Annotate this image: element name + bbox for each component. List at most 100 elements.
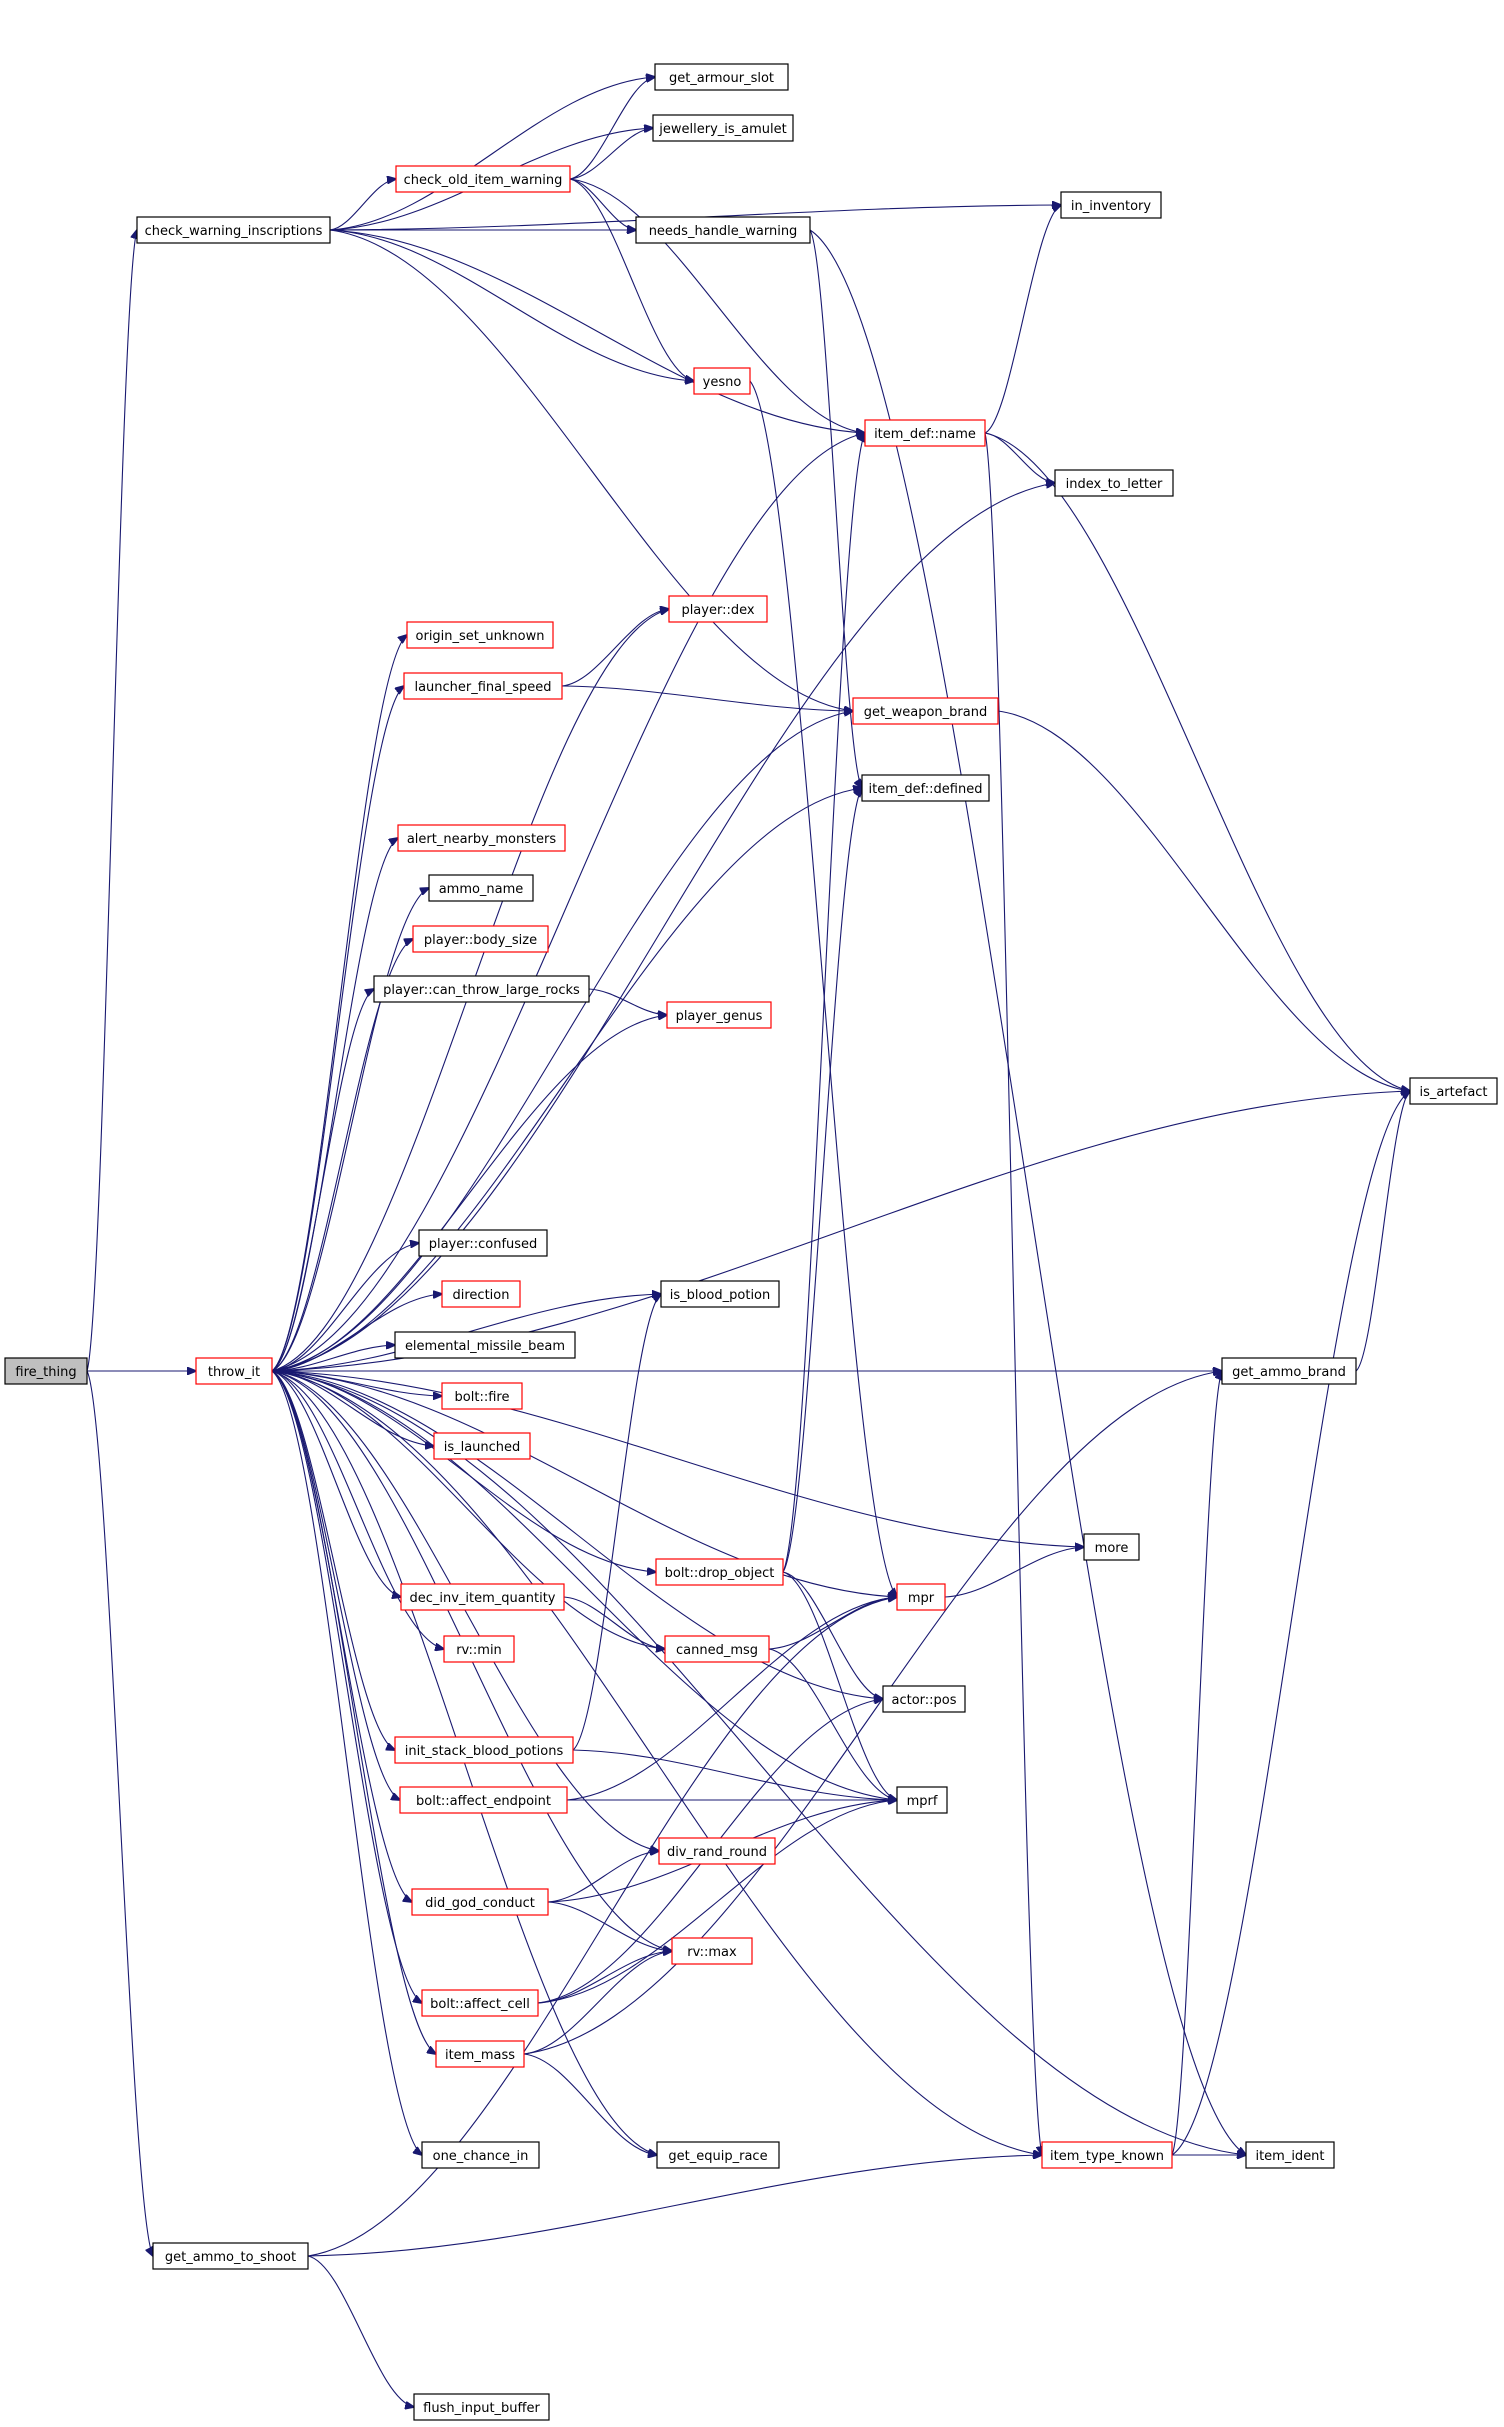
edge-canned_msg-to-mprf: [768, 1648, 897, 1800]
node-direction[interactable]: direction: [441, 1280, 521, 1308]
node-is_artefact[interactable]: is_artefact: [1409, 1077, 1498, 1105]
node-jewellery_is_amulet[interactable]: jewellery_is_amulet: [652, 114, 794, 142]
node-label-origin_set_unknown: origin_set_unknown: [416, 629, 545, 644]
node-box-check_old_item_warning: [395, 165, 571, 193]
node-launcher_final_speed[interactable]: launcher_final_speed: [403, 672, 563, 700]
node-player_dex[interactable]: player::dex: [668, 595, 768, 623]
node-yesno[interactable]: yesno: [693, 367, 751, 395]
node-box-item_ident: [1245, 2141, 1335, 2169]
node-bolt_drop_object[interactable]: bolt::drop_object: [655, 1558, 784, 1586]
node-label-launcher_final_speed: launcher_final_speed: [414, 680, 551, 695]
node-label-is_blood_potion: is_blood_potion: [670, 1288, 771, 1303]
edge-throw_it-to-item_ident: [271, 1370, 1246, 2155]
node-get_ammo_to_shoot[interactable]: get_ammo_to_shoot: [152, 2242, 309, 2270]
node-mpr[interactable]: mpr: [896, 1583, 946, 1611]
node-label-div_rand_round: div_rand_round: [667, 1845, 767, 1860]
node-box-jewellery_is_amulet: [652, 114, 794, 142]
node-item_def_name[interactable]: item_def::name: [864, 419, 986, 447]
node-alert_nearby_monsters[interactable]: alert_nearby_monsters: [397, 824, 566, 852]
node-rv_max[interactable]: rv::max: [671, 1937, 753, 1965]
node-box-item_def_name: [864, 419, 986, 447]
node-box-rv_max: [671, 1937, 753, 1965]
node-label-init_stack_blood_potions: init_stack_blood_potions: [405, 1744, 564, 1759]
node-bolt_affect_cell[interactable]: bolt::affect_cell: [421, 1989, 539, 2017]
node-label-bolt_affect_cell: bolt::affect_cell: [430, 1997, 530, 2012]
edge-throw_it-to-item_def_name: [271, 433, 865, 1372]
edge-canned_msg-to-mpr: [768, 1597, 897, 1650]
node-get_weapon_brand[interactable]: get_weapon_brand: [852, 697, 999, 725]
node-box-get_ammo_brand: [1221, 1357, 1357, 1385]
node-label-direction: direction: [453, 1288, 510, 1303]
node-check_old_item_warning[interactable]: check_old_item_warning: [395, 165, 571, 193]
node-index_to_letter[interactable]: index_to_letter: [1054, 469, 1174, 497]
node-box-player_body_size: [412, 925, 549, 953]
node-get_armour_slot[interactable]: get_armour_slot: [654, 63, 789, 91]
node-player_body_size[interactable]: player::body_size: [412, 925, 549, 953]
edge-throw_it-to-alert_nearby_monsters: [271, 838, 398, 1372]
node-box-index_to_letter: [1054, 469, 1174, 497]
edge-item_mass-to-rv_max: [523, 1951, 672, 2055]
node-get_ammo_brand[interactable]: get_ammo_brand: [1221, 1357, 1357, 1385]
node-check_warning_inscriptions[interactable]: check_warning_inscriptions: [136, 216, 331, 244]
edges-layer: [86, 77, 1410, 2407]
node-box-player_genus: [666, 1001, 772, 1029]
node-actor_pos[interactable]: actor::pos: [882, 1685, 966, 1713]
node-box-launcher_final_speed: [403, 672, 563, 700]
node-label-player_body_size: player::body_size: [424, 933, 537, 948]
node-label-fire_thing: fire_thing: [15, 1365, 76, 1380]
node-bolt_affect_endpoint[interactable]: bolt::affect_endpoint: [399, 1786, 568, 1814]
node-is_blood_potion[interactable]: is_blood_potion: [660, 1280, 780, 1308]
node-throw_it[interactable]: throw_it: [195, 1357, 273, 1385]
node-fire_thing[interactable]: fire_thing: [4, 1357, 88, 1385]
node-player_genus[interactable]: player_genus: [666, 1001, 772, 1029]
node-item_ident[interactable]: item_ident: [1245, 2141, 1335, 2169]
node-did_god_conduct[interactable]: did_god_conduct: [411, 1888, 549, 1916]
edge-throw_it-to-launcher_final_speed: [271, 686, 404, 1372]
node-box-is_artefact: [1409, 1077, 1498, 1105]
edge-throw_it-to-index_to_letter: [271, 483, 1055, 1372]
node-dec_inv_item_quantity[interactable]: dec_inv_item_quantity: [400, 1583, 565, 1611]
node-label-is_artefact: is_artefact: [1419, 1085, 1487, 1100]
node-label-get_equip_race: get_equip_race: [668, 2149, 767, 2164]
edge-throw_it-to-mpr: [271, 1370, 897, 1597]
node-box-item_def_defined: [861, 774, 990, 802]
node-player_confused[interactable]: player::confused: [418, 1229, 548, 1257]
node-ammo_name[interactable]: ammo_name: [428, 874, 534, 902]
edge-bolt_drop_object-to-actor_pos: [782, 1571, 883, 1699]
node-bolt_fire[interactable]: bolt::fire: [441, 1382, 523, 1410]
node-one_chance_in[interactable]: one_chance_in: [421, 2141, 540, 2169]
node-flush_input_buffer[interactable]: flush_input_buffer: [413, 2393, 550, 2421]
node-is_launched[interactable]: is_launched: [433, 1432, 531, 1460]
edge-needs_handle_warning-to-item_ident: [809, 229, 1246, 2155]
node-box-is_blood_potion: [660, 1280, 780, 1308]
node-box-needs_handle_warning: [635, 216, 811, 244]
node-label-alert_nearby_monsters: alert_nearby_monsters: [407, 832, 557, 847]
node-item_type_known[interactable]: item_type_known: [1041, 2141, 1173, 2169]
node-label-get_ammo_brand: get_ammo_brand: [1232, 1365, 1346, 1380]
node-div_rand_round[interactable]: div_rand_round: [658, 1837, 776, 1865]
edge-throw_it-to-mprf: [271, 1370, 897, 1800]
edge-yesno-to-mpr: [749, 380, 897, 1597]
node-rv_min[interactable]: rv::min: [443, 1635, 515, 1663]
node-elemental_missile_beam[interactable]: elemental_missile_beam: [394, 1331, 576, 1359]
node-more[interactable]: more: [1083, 1533, 1140, 1561]
node-label-throw_it: throw_it: [208, 1365, 260, 1380]
node-label-get_armour_slot: get_armour_slot: [669, 71, 774, 86]
node-init_stack_blood_potions[interactable]: init_stack_blood_potions: [394, 1736, 574, 1764]
node-label-check_warning_inscriptions: check_warning_inscriptions: [145, 224, 323, 239]
node-in_inventory[interactable]: in_inventory: [1060, 191, 1162, 219]
node-item_mass[interactable]: item_mass: [435, 2040, 525, 2068]
node-needs_handle_warning[interactable]: needs_handle_warning: [635, 216, 811, 244]
node-box-bolt_affect_cell: [421, 1989, 539, 2017]
node-box-throw_it: [195, 1357, 273, 1385]
node-label-bolt_fire: bolt::fire: [455, 1390, 510, 1405]
node-origin_set_unknown[interactable]: origin_set_unknown: [406, 621, 554, 649]
node-item_def_defined[interactable]: item_def::defined: [861, 774, 990, 802]
node-label-mprf: mprf: [907, 1794, 938, 1809]
node-player_can_throw_large_rocks[interactable]: player::can_throw_large_rocks: [373, 975, 590, 1003]
node-mprf[interactable]: mprf: [896, 1786, 948, 1814]
node-get_equip_race[interactable]: get_equip_race: [656, 2141, 780, 2169]
node-label-rv_min: rv::min: [456, 1643, 502, 1658]
node-canned_msg[interactable]: canned_msg: [664, 1635, 770, 1663]
